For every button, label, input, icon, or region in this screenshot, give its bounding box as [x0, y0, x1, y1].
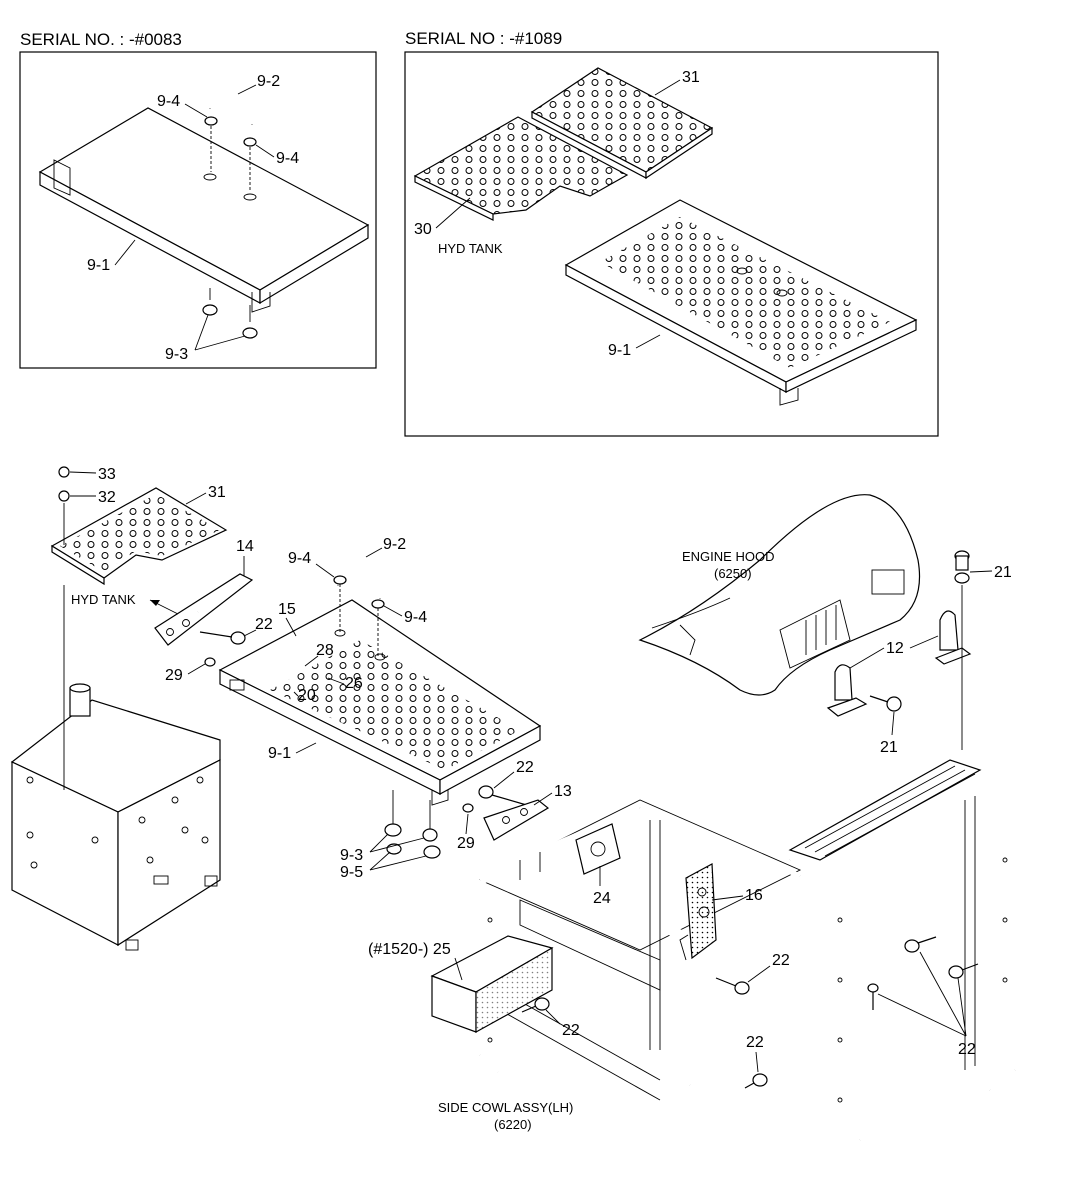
serial-right-header: SERIAL NO : -#1089: [405, 29, 562, 48]
callout-21: 21: [994, 564, 1012, 581]
step-plate-31: [50, 487, 228, 586]
callout-22: 22: [516, 759, 534, 776]
callout-9-3: 9-3: [340, 847, 363, 864]
block-25: [430, 935, 554, 1034]
bolt-22: [521, 997, 550, 1013]
callout-13: 13: [554, 783, 572, 800]
callout-12: 12: [886, 640, 904, 657]
callout-22: 22: [255, 616, 273, 633]
inset-left-handle: [208, 86, 254, 125]
callout-9-1: 9-1: [268, 745, 291, 762]
bolt-32: [58, 490, 70, 502]
side-cowl-label: SIDE COWL ASSY(LH): [438, 1100, 573, 1115]
callout-9-3: 9-3: [165, 346, 188, 363]
washer-29: [462, 803, 474, 813]
callout-20: 20: [298, 687, 316, 704]
callout-31: 31: [682, 69, 700, 86]
side-cowl-code: (6220): [494, 1117, 532, 1132]
callout-29: 29: [165, 667, 183, 684]
callout-33: 33: [98, 466, 116, 483]
callout-16: 16: [745, 887, 763, 904]
washer-29: [204, 657, 216, 667]
callout-32: 32: [98, 489, 116, 506]
callout-25: (#1520-) 25: [368, 941, 451, 958]
callout-9-4: 9-4: [157, 93, 180, 110]
engine-hood-code: (6250): [714, 566, 752, 581]
inset-left-step-plate: [38, 107, 370, 313]
callout-24: 24: [593, 890, 611, 907]
callout-31: 31: [208, 484, 226, 501]
bolt-21: [869, 695, 902, 712]
callout-29: 29: [457, 835, 475, 852]
callout-22: 22: [562, 1022, 580, 1039]
callout-15: 15: [278, 601, 296, 618]
callout-9-5: 9-5: [340, 864, 363, 881]
engine-hood: [638, 494, 921, 696]
bracket-14: [154, 573, 254, 646]
bolt-22: [478, 785, 531, 807]
bolt-22: [199, 631, 246, 645]
inset-right-plate-31: [530, 67, 714, 180]
inset-right-frame: [404, 51, 939, 437]
callout-9-4: 9-4: [276, 150, 299, 167]
main-handle: [336, 552, 382, 599]
callout-9-4: 9-4: [404, 609, 427, 626]
bolt-22: [867, 936, 979, 1010]
callout-9-4: 9-4: [288, 550, 311, 567]
serial-left-header: SERIAL NO. : -#0083: [20, 30, 182, 49]
callout-9-1: 9-1: [87, 257, 110, 274]
callout-9-1: 9-1: [608, 342, 631, 359]
callout-22: 22: [746, 1034, 764, 1051]
callout-22: 22: [772, 952, 790, 969]
callout-9-2: 9-2: [257, 73, 280, 90]
bolt-22: [715, 977, 750, 995]
callout-30: 30: [414, 221, 432, 238]
callout-21: 21: [880, 739, 898, 756]
callout-9-2: 9-2: [383, 536, 406, 553]
plate-24: [575, 823, 621, 875]
inset-right-step-plate: [564, 199, 918, 406]
inset-left: SERIAL NO. : -#0083 9-2 9-4 9-4: [19, 30, 377, 369]
callout-28: 28: [316, 642, 334, 659]
engine-hood-label: ENGINE HOOD: [682, 549, 774, 564]
bracket-16: [679, 863, 717, 961]
side-cowl-assembly: [476, 751, 1020, 1156]
bolt-21: [954, 550, 970, 584]
main-step-plate: [218, 599, 542, 806]
bolt-33: [58, 466, 70, 478]
inset-right: SERIAL NO : -#1089 31 30 HYD T: [404, 29, 939, 437]
inset-right-plate-30: [413, 116, 629, 221]
bolt-22: [744, 1073, 768, 1089]
hydraulic-tank: [10, 683, 221, 951]
inset-left-frame: [19, 51, 377, 369]
latch-12: [826, 610, 972, 717]
callout-22: 22: [958, 1041, 976, 1058]
callout-26: 26: [345, 675, 363, 692]
hyd-tank-label: HYD TANK: [438, 241, 503, 256]
hyd-tank-label: HYD TANK: [71, 592, 136, 607]
callout-14: 14: [236, 538, 254, 555]
plate-13: [483, 799, 550, 841]
